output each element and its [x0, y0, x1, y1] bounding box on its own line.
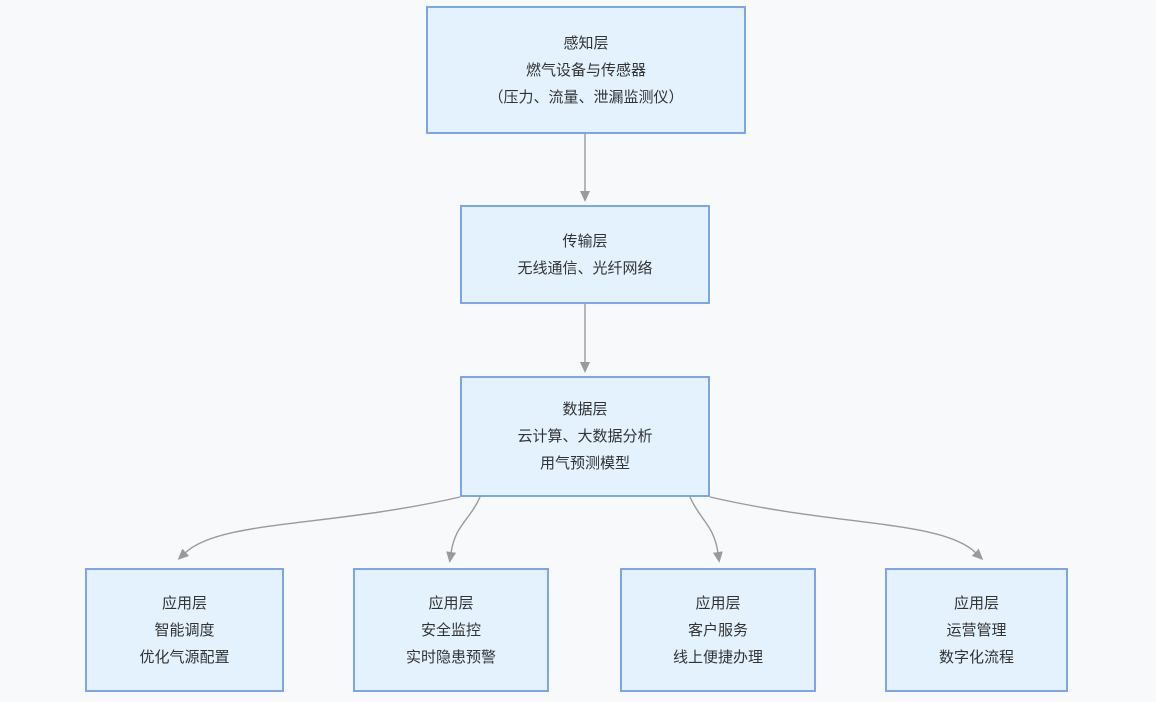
- node-title: 传输层: [562, 232, 608, 250]
- node-detail-line: 用气预测模型: [539, 455, 630, 472]
- node-title: 感知层: [563, 34, 609, 52]
- connector-data-to-customer: [689, 496, 723, 563]
- node-detail-line: （压力、流量、泄漏监测仪）: [488, 88, 684, 106]
- node-detail-line: 无线通信、光纤网络: [517, 259, 653, 277]
- node-detail-line: 优化气源配置: [139, 648, 230, 666]
- node-detail-line: 云计算、大数据分析: [517, 428, 653, 445]
- connector-data-to-safety: [446, 496, 481, 563]
- node-detail-line: 客户服务: [687, 621, 748, 639]
- node-title: 数据层: [562, 401, 608, 418]
- node-application-layer-safety[interactable]: 应用层 安全监控 实时隐患预警: [353, 568, 549, 692]
- connector-data-to-dispatch: [177, 496, 461, 560]
- node-data-layer[interactable]: 数据层 云计算、大数据分析 用气预测模型: [460, 376, 710, 497]
- node-title: 应用层: [695, 594, 741, 612]
- node-perception-layer[interactable]: 感知层 燃气设备与传感器 （压力、流量、泄漏监测仪）: [426, 6, 746, 134]
- node-detail-line: 数字化流程: [938, 648, 1014, 666]
- node-title: 应用层: [161, 594, 207, 612]
- node-application-layer-operations[interactable]: 应用层 运营管理 数字化流程: [885, 568, 1068, 692]
- node-detail-line: 智能调度: [154, 621, 215, 639]
- node-detail-line: 运营管理: [946, 621, 1007, 639]
- node-detail-line: 安全监控: [420, 621, 481, 639]
- node-transmission-layer[interactable]: 传输层 无线通信、光纤网络: [460, 205, 710, 304]
- node-application-layer-dispatch[interactable]: 应用层 智能调度 优化气源配置: [85, 568, 284, 692]
- node-detail-line: 线上便捷办理: [672, 648, 763, 666]
- node-title: 应用层: [953, 594, 999, 612]
- connector-data-to-operations: [709, 496, 984, 560]
- node-detail-line: 燃气设备与传感器: [525, 61, 646, 79]
- node-detail-line: 实时隐患预警: [405, 648, 496, 666]
- node-title: 应用层: [428, 594, 474, 612]
- node-application-layer-customer[interactable]: 应用层 客户服务 线上便捷办理: [620, 568, 816, 692]
